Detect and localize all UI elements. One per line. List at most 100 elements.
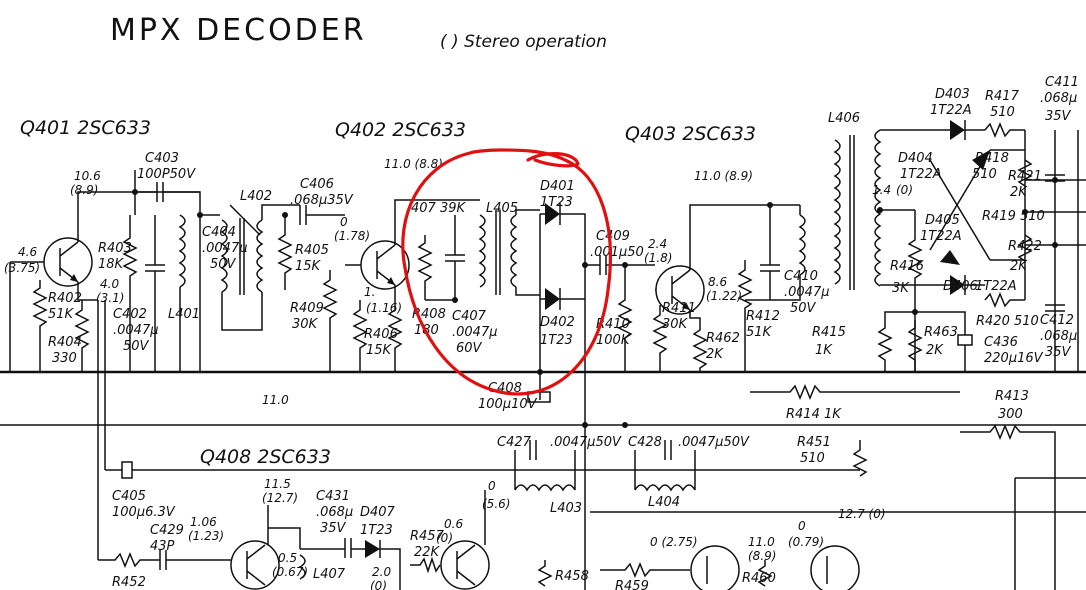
r421-resistor bbox=[1017, 159, 1033, 187]
r402-label: R402 bbox=[48, 291, 82, 306]
v-q402-emitter: 1. bbox=[364, 285, 375, 299]
c402-label: C402 bbox=[113, 307, 147, 322]
d402-type: 1T23 bbox=[540, 333, 573, 348]
r462-label: R462 bbox=[706, 331, 740, 346]
q403-label: Q403 2SC633 bbox=[625, 123, 756, 145]
v-q408-base-stereo: (12.7) bbox=[262, 491, 298, 505]
transistor-bottom-3 bbox=[690, 545, 740, 590]
subtitle: ( ) Stereo operation bbox=[440, 32, 607, 52]
r410-label: R410 bbox=[596, 317, 630, 332]
d406-diode bbox=[950, 275, 985, 295]
r412-value: 51K bbox=[746, 325, 773, 340]
c408-value: 100µ10V bbox=[478, 397, 538, 412]
c407-value: .0047µ bbox=[452, 325, 498, 340]
d403-diode bbox=[950, 120, 985, 140]
r402-value: 51K bbox=[48, 307, 75, 322]
v-q403-base-stereo: (1.8) bbox=[644, 251, 672, 265]
v-bottom-1-stereo: (1.23) bbox=[188, 529, 224, 543]
v-q401-emitter-stereo: (3.1) bbox=[96, 291, 124, 305]
c411-voltage: 35V bbox=[1045, 109, 1072, 124]
r457-resistor bbox=[410, 556, 441, 574]
c412-value: .068µ bbox=[1040, 329, 1077, 344]
r408-resistor bbox=[387, 300, 403, 372]
l407-label: L407 bbox=[313, 567, 346, 582]
d402-label: D402 bbox=[540, 315, 575, 330]
c404-voltage: 50V bbox=[210, 257, 237, 272]
v-q403-collector: 11.0 (8.9) bbox=[694, 169, 753, 183]
c410-capacitor bbox=[760, 205, 780, 300]
r418-value: 510 bbox=[972, 167, 997, 182]
r417-label: R417 bbox=[985, 89, 1020, 104]
v-l406-stereo: (0) bbox=[896, 183, 913, 197]
d403-type: 1T22A bbox=[930, 103, 972, 118]
r458-label: R458 bbox=[555, 569, 589, 584]
r407-label: 407 39K bbox=[411, 201, 466, 216]
r403-label: R403 bbox=[98, 241, 132, 256]
r452-label: R452 bbox=[112, 575, 146, 590]
r457-label: R457 bbox=[410, 529, 445, 544]
d404-label: D404 bbox=[898, 151, 933, 166]
transistor-bottom-2 bbox=[440, 540, 490, 590]
r421-value: 2K bbox=[1010, 185, 1028, 200]
d407-diode bbox=[365, 540, 381, 558]
l406-coil bbox=[833, 139, 841, 285]
q408-transistor bbox=[230, 540, 280, 590]
v-bottom-4: 0.6 bbox=[444, 517, 463, 531]
r405-resistor bbox=[277, 225, 293, 290]
r463-resistor bbox=[907, 320, 923, 372]
r410-resistor bbox=[617, 290, 633, 372]
c412-label: C412 bbox=[1040, 313, 1074, 328]
r411-label: R411 bbox=[662, 301, 696, 316]
d405-label: D405 bbox=[925, 213, 960, 228]
r411-value: 30K bbox=[662, 317, 689, 332]
r462-resistor bbox=[692, 320, 708, 372]
r409-resistor bbox=[322, 270, 338, 372]
d405-type: 1T22A bbox=[920, 229, 962, 244]
red-annotation-circle bbox=[401, 148, 612, 396]
v-q408-base: 11.5 bbox=[264, 477, 291, 491]
c429-capacitor bbox=[159, 550, 231, 570]
r451-label: R451 bbox=[797, 435, 831, 450]
c405-capacitor bbox=[105, 461, 860, 479]
l401-coil bbox=[178, 214, 186, 288]
r420-resistor bbox=[984, 292, 1025, 308]
r415-value: 1K bbox=[815, 343, 833, 358]
v-q401-collector-stereo: (8.9) bbox=[70, 183, 98, 197]
r458-resistor bbox=[537, 560, 553, 587]
c409-label: C409 bbox=[596, 229, 630, 244]
r404-value: 330 bbox=[52, 351, 77, 366]
r413-resistor bbox=[960, 424, 1056, 590]
c407-label: C407 bbox=[452, 309, 487, 324]
page-title: MPX DECODER bbox=[110, 13, 367, 48]
v-bottom-8: 12.7 (0) bbox=[838, 507, 886, 521]
c427-capacitor bbox=[529, 440, 537, 460]
r417-resistor bbox=[984, 122, 1025, 138]
r415-label: R415 bbox=[812, 325, 846, 340]
v-bottom-2: 0.5 bbox=[278, 551, 297, 565]
d406-label: D406 bbox=[943, 279, 978, 294]
l401-label: L401 bbox=[168, 307, 200, 322]
r409-value: 30K bbox=[292, 317, 319, 332]
c428-capacitor bbox=[664, 440, 672, 460]
v-bottom-2-stereo: (0.67) bbox=[272, 565, 308, 579]
c407-capacitor bbox=[445, 215, 465, 300]
c436-label: C436 bbox=[984, 335, 1018, 350]
r406-value: 15K bbox=[366, 343, 393, 358]
c406-label: C406 bbox=[300, 177, 334, 192]
r422-resistor bbox=[1017, 234, 1033, 262]
d401-label: D401 bbox=[540, 179, 575, 194]
v-bottom-1: 1.06 bbox=[190, 515, 217, 529]
v-l406: 1.4 bbox=[872, 183, 891, 197]
r406-resistor bbox=[352, 300, 368, 372]
c402-capacitor bbox=[145, 215, 165, 372]
d401-type: 1T23 bbox=[540, 195, 573, 210]
r412-resistor bbox=[737, 260, 753, 372]
junction-dots bbox=[132, 177, 1058, 428]
r419-label: R419 510 bbox=[982, 209, 1045, 224]
c431-label: C431 bbox=[316, 489, 350, 504]
r402-resistor bbox=[32, 280, 48, 372]
v-q403-base: 2.4 bbox=[648, 237, 667, 251]
c427-value: .0047µ50V bbox=[550, 435, 622, 450]
c410-value: .0047µ bbox=[784, 285, 830, 300]
